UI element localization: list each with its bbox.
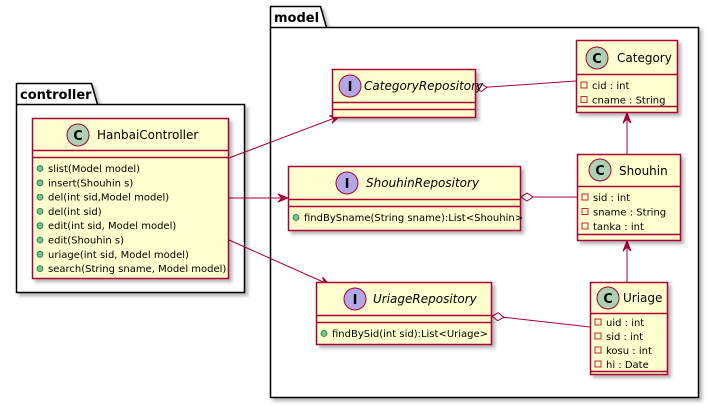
public-method-icon [36,236,44,244]
public-method-icon [36,165,44,172]
field-declaration: cid : int [592,81,629,92]
method-signature: del(int sid) [48,207,102,218]
method-signature: edit(int sid, Model model) [48,221,176,232]
arrowhead [622,111,632,124]
class-badge-letter: C [592,52,602,67]
field-declaration: sname : String [593,208,666,219]
class-badge-letter: C [73,129,83,144]
interface-shouhin-repository: I ShouhinRepository findBySname(String s… [287,165,523,232]
interface-badge-icon [335,171,359,195]
relation-association [229,193,290,203]
method-signature: search(String sname, Model model) [48,264,226,275]
package-model-title: model [274,11,319,26]
interface-badge-icon [338,74,362,98]
class-hanbai-controller: C HanbaiController slist(Model model) ins… [31,117,230,280]
class-category: C Category cid : int cname : String [575,39,679,114]
private-field-icon [581,193,589,201]
shouhin-repository-methods: findBySname(String sname):List<Shouhin> [292,213,523,224]
method-signature: findBySname(String sname):List<Shouhin> [304,213,523,224]
interface-category-repository: I CategoryRepository [331,68,484,119]
class-badge-icon [588,158,612,182]
class-badge-letter: C [595,164,605,179]
method-signature: edit(Shouhin s) [48,236,124,247]
field-declaration: cname : String [592,96,665,107]
relation-aggregation [491,312,591,328]
public-method-icon [36,179,44,187]
interface-badge-letter: I [345,177,350,192]
class-shouhin: C Shouhin sid : int sname : String tanka :… [576,153,682,242]
uriage-repository-methods: findBySid(int sid):List<Uriage> [320,329,488,340]
shouhin-fields: sid : int sname : String tanka : int [581,193,666,233]
field-declaration: sid : int [593,193,630,204]
relation-association [622,111,632,154]
shouhin-name: Shouhin [619,164,668,178]
relation-line [474,80,577,89]
private-field-icon [594,318,602,326]
relation-line [228,115,341,159]
relation-association [622,239,632,282]
field-declaration: hi : Date [606,360,649,371]
interface-badge-letter: I [353,293,358,308]
shouhin-repository-box [287,165,522,232]
relation-line [491,315,591,328]
hanbai-controller-name: HanbaiController [97,128,198,142]
private-field-icon [580,81,588,89]
aggregation-diamond [491,312,505,322]
aggregation-diamond [474,82,488,93]
interface-badge-letter: I [348,80,353,95]
public-method-icon [36,193,44,201]
public-method-icon [36,222,44,230]
field-declaration: tanka : int [593,222,644,233]
uriage-fields: uid : int sid : int kosu : int hi : Date [594,318,652,371]
public-method-icon [36,207,44,215]
private-field-icon [594,346,602,354]
public-method-icon [36,265,44,273]
class-badge-letter: C [603,292,613,307]
category-fields: cid : int cname : String [580,81,665,107]
hanbai-controller-box [31,117,230,280]
class-uriage: C Uriage uid : int sid : int kosu : int hi … [589,281,669,376]
shouhin-repository-name: ShouhinRepository [366,176,480,190]
private-field-icon [581,222,589,230]
uriage-repository-name: UriageRepository [373,292,478,306]
private-field-icon [594,360,602,368]
private-field-icon [594,332,602,340]
relation-line [228,239,331,286]
field-declaration: sid : int [606,332,643,343]
arrowhead [277,193,290,203]
class-badge-icon [596,286,620,310]
class-badge-icon [585,46,609,70]
category-repository-name: CategoryRepository [364,79,484,93]
field-declaration: kosu : int [606,346,652,357]
hanbai-controller-methods: slist(Model model) insert(Shouhin s) del(i… [36,164,226,275]
public-method-icon [36,250,44,258]
relations-layer [228,80,632,328]
private-field-icon [580,96,588,103]
aggregation-diamond [520,192,534,202]
public-method-icon [292,214,300,221]
private-field-icon [581,208,589,215]
class-badge-icon [66,123,90,147]
relation-aggregation [474,80,577,93]
method-signature: insert(Shouhin s) [48,178,133,189]
relation-aggregation [520,192,577,202]
method-signature: findBySid(int sid):List<Uriage> [332,329,488,340]
category-name: Category [617,51,672,65]
interface-badge-icon [343,287,367,311]
method-signature: del(int sid,Model model) [48,193,169,204]
field-declaration: uid : int [606,318,644,329]
arrowhead [622,239,632,252]
method-signature: slist(Model model) [48,164,140,175]
package-controller-title: controller [20,88,92,103]
public-method-icon [320,330,328,337]
uriage-name: Uriage [623,291,662,305]
interface-uriage-repository: I UriageRepository findBySid(int sid):Li… [315,281,493,346]
method-signature: uriage(int sid, Model model) [48,250,189,261]
